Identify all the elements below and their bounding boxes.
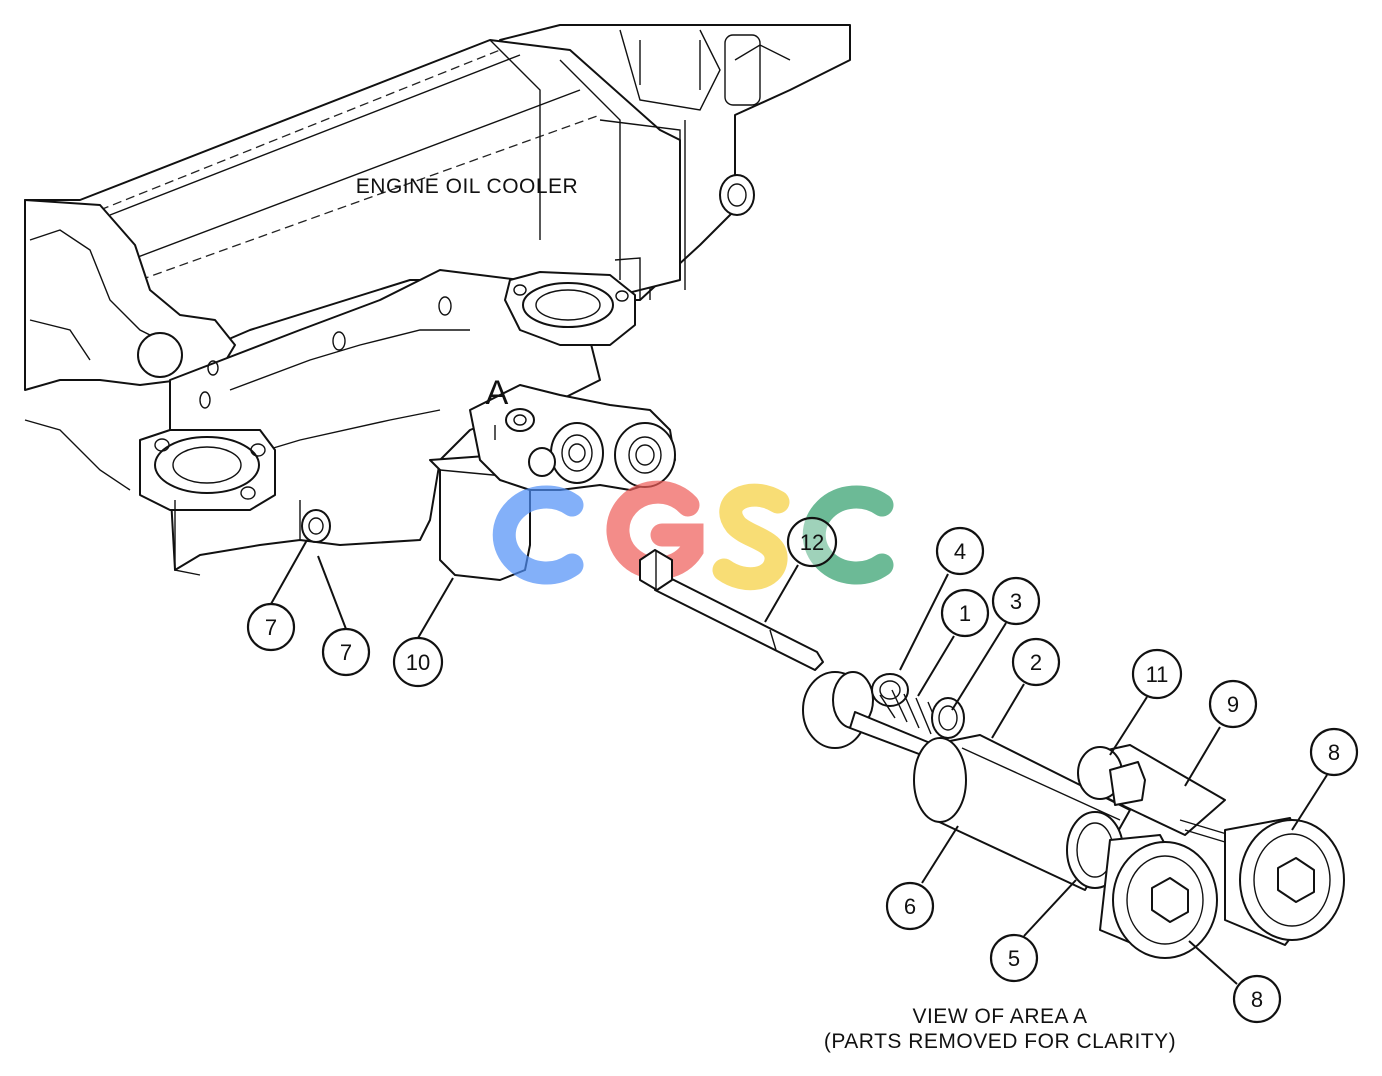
callout-5: 5 xyxy=(989,933,1039,983)
view-caption-line1: VIEW OF AREA A xyxy=(912,1005,1087,1028)
plug-part-8-upper xyxy=(1224,817,1345,946)
callout-number: 1 xyxy=(959,601,971,626)
callout-8-lower: 8 xyxy=(1232,974,1282,1024)
callout-8-upper: 8 xyxy=(1309,727,1359,777)
callout-11: 11 xyxy=(1131,648,1183,700)
callout-number: 7 xyxy=(265,615,277,640)
callout-4: 4 xyxy=(935,526,985,576)
callout-number: 6 xyxy=(904,894,916,919)
spool-assembly xyxy=(802,671,936,761)
plug-part-8-lower xyxy=(1099,834,1218,959)
callout-2: 2 xyxy=(1011,637,1061,687)
bolt-part-12 xyxy=(639,549,824,671)
callout-number: 3 xyxy=(1010,589,1022,614)
engine-oil-cooler-label: ENGINE OIL COOLER xyxy=(356,175,578,198)
callout-number: 9 xyxy=(1227,692,1239,717)
exploded-valve-parts xyxy=(639,549,1345,959)
callout-number: 10 xyxy=(406,650,430,675)
callout-number: 12 xyxy=(800,530,824,555)
watermark-logo xyxy=(492,480,894,591)
callout-6: 6 xyxy=(885,881,935,931)
callout-number: 2 xyxy=(1030,650,1042,675)
callout-number: 8 xyxy=(1328,740,1340,765)
oil-cooler-housing xyxy=(24,24,851,581)
callout-number: 4 xyxy=(954,539,966,564)
callout-number: 7 xyxy=(340,640,352,665)
area-a-marker: A xyxy=(486,374,509,412)
leader-lines xyxy=(270,539,1328,985)
callout-12: 12 xyxy=(786,516,838,568)
spring-part-1 xyxy=(879,689,965,739)
view-caption-line2: (PARTS REMOVED FOR CLARITY) xyxy=(824,1030,1176,1053)
callout-number: 5 xyxy=(1008,946,1020,971)
callout-7-left: 7 xyxy=(246,602,296,652)
callout-10: 10 xyxy=(392,636,444,688)
callout-1: 1 xyxy=(940,588,990,638)
callout-number: 8 xyxy=(1251,987,1263,1012)
callout-7-right: 7 xyxy=(321,627,371,677)
callout-number: 11 xyxy=(1146,662,1169,687)
callout-3: 3 xyxy=(991,576,1041,626)
valve-part-9 xyxy=(1077,744,1236,846)
callout-9: 9 xyxy=(1208,679,1258,729)
